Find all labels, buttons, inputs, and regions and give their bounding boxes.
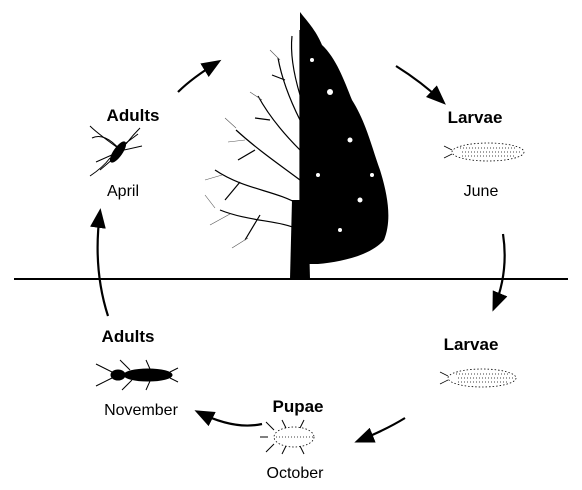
adult-fly-icon xyxy=(90,126,142,176)
arrow-pupae-to-adults xyxy=(198,412,262,426)
stage-adults-april-name: Adults xyxy=(107,106,160,126)
stage-pupae-october-name: Pupae xyxy=(272,397,323,417)
larva-icon xyxy=(444,143,524,161)
tree-icon xyxy=(205,12,388,279)
arrow-tree-to-larvae-june xyxy=(396,66,443,102)
stage-larvae-june-month: June xyxy=(464,183,499,201)
larva-icon xyxy=(440,369,516,387)
stage-adults-april-month: April xyxy=(107,183,139,201)
adult-beetle-icon xyxy=(96,360,178,390)
stage-adults-november-name: Adults xyxy=(102,327,155,347)
stage-larvae-fall-name: Larvae xyxy=(444,335,499,355)
pupa-icon xyxy=(260,420,314,454)
arrow-larvae-to-pupae xyxy=(358,418,405,441)
stage-larvae-june-name: Larvae xyxy=(448,108,503,128)
stage-adults-november-month: November xyxy=(104,402,178,420)
arrow-june-to-fall-larvae xyxy=(494,234,505,308)
arrow-adults-to-adults-april xyxy=(98,212,108,316)
arrow-adults-to-larvae-tree xyxy=(178,62,218,92)
stage-pupae-october-month: October xyxy=(267,465,324,483)
